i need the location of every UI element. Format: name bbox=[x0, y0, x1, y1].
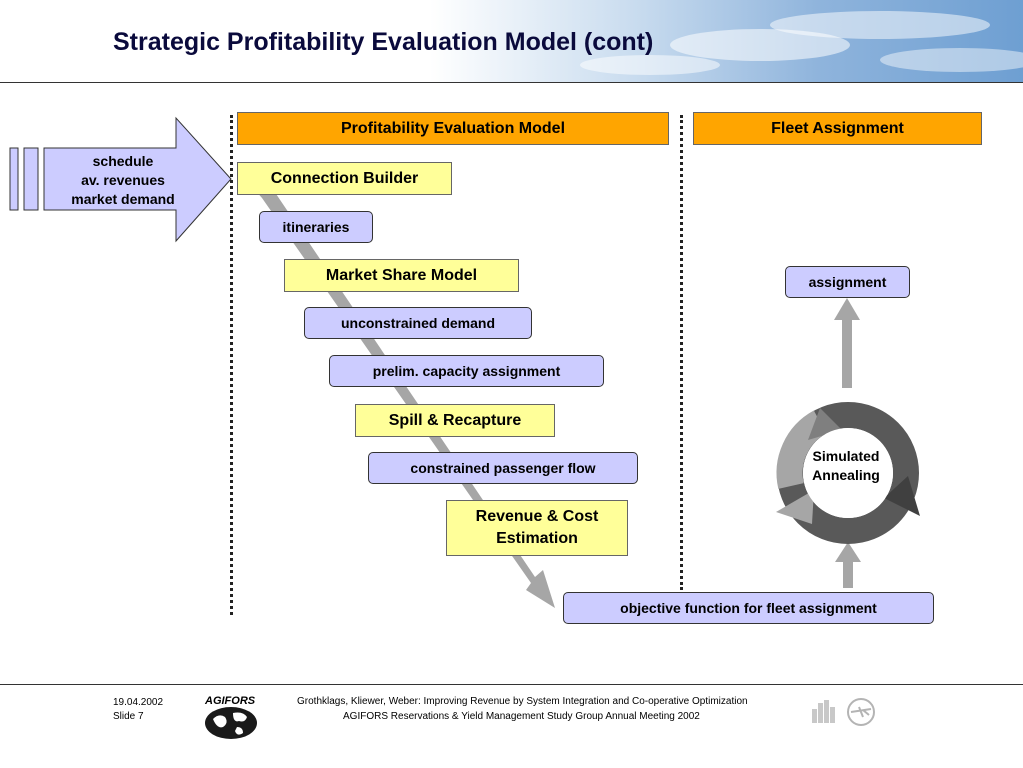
agifors-logo-text: AGIFORS bbox=[205, 695, 256, 707]
itineraries-box: itineraries bbox=[259, 211, 373, 243]
footer-line1: Grothklags, Kliewer, Weber: Improving Re… bbox=[297, 696, 748, 707]
fleet-cycle-graphic bbox=[776, 298, 920, 588]
input-arrow bbox=[9, 116, 232, 243]
objective-function-box: objective function for fleet assignment bbox=[563, 592, 934, 624]
input-arrow-text: schedule av. revenues market demand bbox=[48, 152, 198, 209]
connection-builder-box: Connection Builder bbox=[237, 162, 452, 195]
up-arrow-assignment bbox=[834, 298, 860, 388]
section-profitability-header: Profitability Evaluation Model bbox=[237, 112, 669, 145]
unconstrained-demand-box: unconstrained demand bbox=[304, 307, 532, 339]
footer-date: 19.04.2002 bbox=[113, 697, 164, 708]
section-fleet-header: Fleet Assignment bbox=[693, 112, 982, 145]
footer-divider bbox=[0, 684, 1023, 685]
input-schedule: schedule bbox=[92, 153, 154, 169]
market-share-model-box: Market Share Model bbox=[284, 259, 519, 292]
spill-recapture-box: Spill & Recapture bbox=[355, 404, 555, 437]
constrained-flow-box: constrained passenger flow bbox=[368, 452, 638, 484]
simulated-annealing-label: Simulated Annealing bbox=[790, 447, 902, 485]
header-divider bbox=[0, 82, 1023, 83]
up-arrow-objective bbox=[835, 542, 861, 588]
sa-line2: Annealing bbox=[812, 467, 880, 483]
footer-line2: AGIFORS Reservations & Yield Management … bbox=[343, 711, 700, 722]
revenue-cost-box: Revenue & Cost Estimation bbox=[446, 500, 628, 556]
prelim-capacity-box: prelim. capacity assignment bbox=[329, 355, 604, 387]
input-demand: market demand bbox=[71, 191, 175, 207]
dotted-divider-left bbox=[230, 115, 233, 615]
revenue-cost-line2: Estimation bbox=[496, 530, 578, 547]
dotted-divider-right bbox=[680, 115, 683, 590]
globe-icon bbox=[205, 707, 257, 739]
sa-line1: Simulated bbox=[812, 448, 880, 464]
lufthansa-crane-icon bbox=[847, 698, 875, 726]
assignment-box: assignment bbox=[785, 266, 910, 298]
page-title: Strategic Profitability Evaluation Model… bbox=[113, 28, 654, 56]
hand-logo-icon bbox=[812, 700, 835, 723]
revenue-cost-line1: Revenue & Cost bbox=[475, 508, 599, 525]
footer-slide: Slide 7 bbox=[113, 711, 144, 722]
sky-banner bbox=[0, 0, 1023, 82]
input-revenues: av. revenues bbox=[81, 172, 165, 188]
